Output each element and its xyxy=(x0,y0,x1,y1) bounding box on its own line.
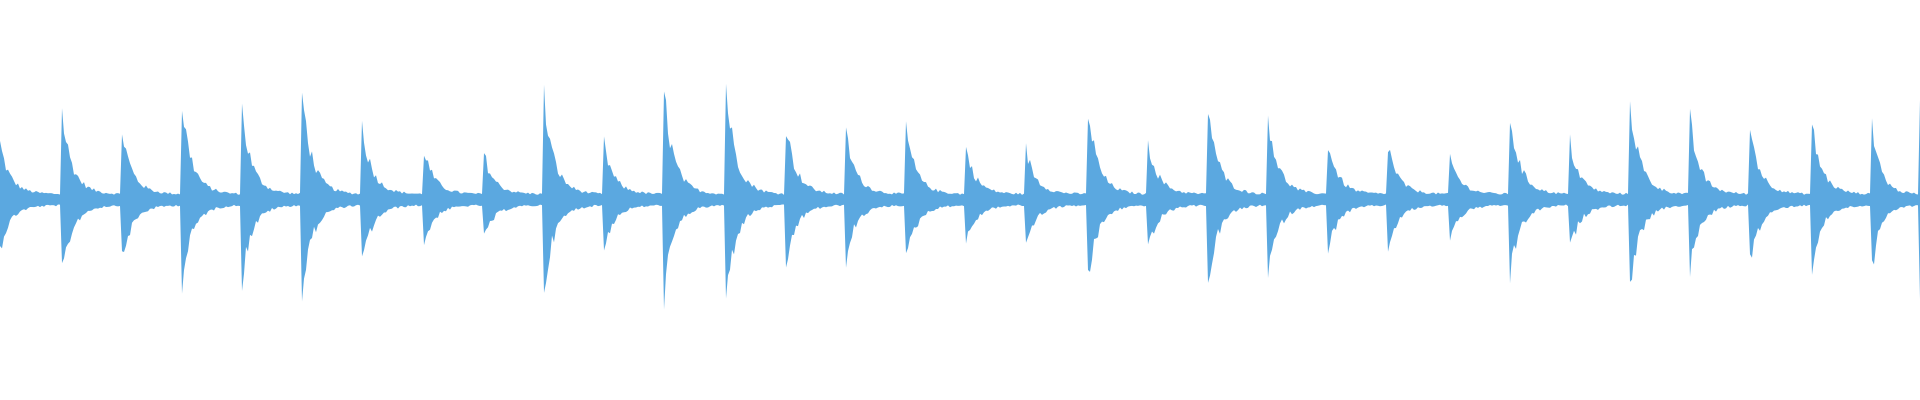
waveform-shape xyxy=(0,83,1920,310)
